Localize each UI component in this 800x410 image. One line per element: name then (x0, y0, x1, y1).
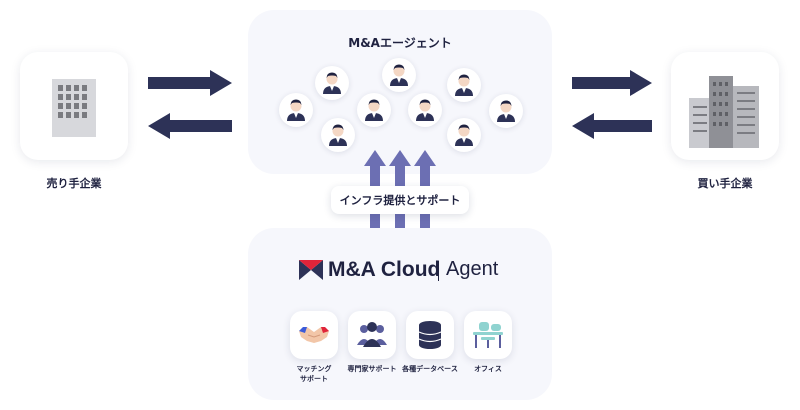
agent-panel (248, 10, 552, 174)
brand-sub: Agent (446, 258, 499, 280)
agent-avatar-icon (382, 58, 416, 92)
office-tile (464, 311, 512, 359)
matching-label-line2: サポート (300, 375, 328, 383)
agent-avatar-icon (357, 93, 391, 127)
buyer-label: 買い手企業 (697, 177, 753, 190)
arrow-right-icon (572, 70, 652, 96)
skyscrapers-icon (689, 76, 759, 148)
matching-support-label: マッチング サポート (284, 364, 344, 384)
agent-avatar-icon (489, 94, 523, 128)
arrow-right-icon (148, 70, 232, 96)
seller-label: 売り手企業 (46, 177, 102, 190)
agent-avatar-icon (408, 93, 442, 127)
ma-cloud-logo-icon (299, 260, 323, 280)
seller-card (20, 52, 128, 160)
arrow-left-icon (572, 113, 652, 139)
brand-separator (438, 261, 439, 281)
agent-avatar-icon (447, 68, 481, 102)
matching-label-line1: マッチング (296, 365, 332, 373)
agent-avatar-icon (447, 118, 481, 152)
agent-avatar-icon (279, 93, 313, 127)
office-building-icon (52, 79, 96, 137)
matching-support-tile (290, 311, 338, 359)
infra-support-label: インフラ提供とサポート (331, 186, 469, 214)
agent-title: M&Aエージェント (348, 36, 452, 50)
agent-avatar-icon (315, 66, 349, 100)
brand-name: M&A Cloud (328, 258, 441, 281)
arrow-left-icon (148, 113, 232, 139)
database-label: 各種データベース (402, 365, 458, 373)
buyer-card (671, 52, 779, 160)
agent-avatar-icon (321, 118, 355, 152)
experts-icon (357, 322, 387, 347)
office-label: オフィス (474, 365, 502, 373)
office-chair-icon (473, 322, 503, 348)
expert-support-label: 専門家サポート (347, 365, 397, 373)
database-icon (418, 321, 442, 349)
handshake-icon (299, 327, 329, 343)
database-tile (406, 311, 454, 359)
expert-support-tile (348, 311, 396, 359)
